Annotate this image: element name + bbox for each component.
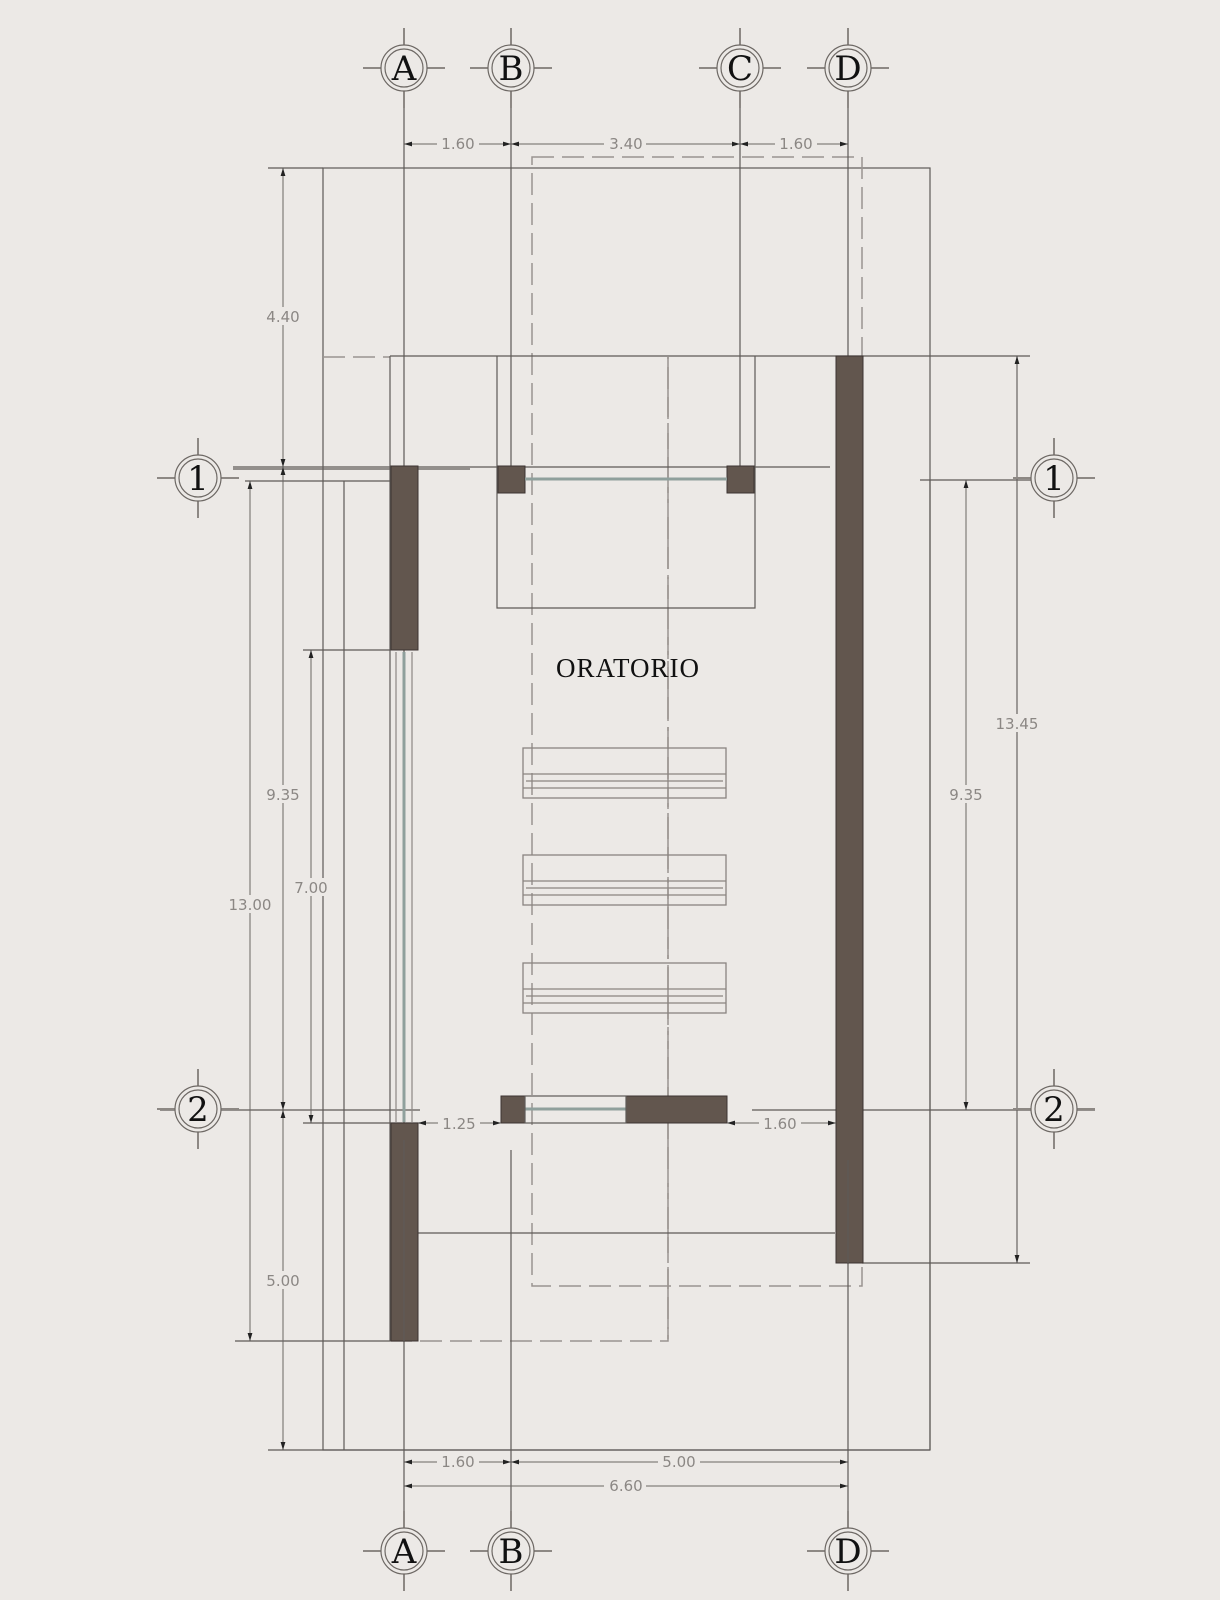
grid-bubble-d-top: D <box>807 28 889 108</box>
dim-right-total: 13.45 <box>996 715 1039 733</box>
svg-text:C: C <box>727 49 753 89</box>
roof-outline-dashed <box>531 156 863 1287</box>
grid-bubble-b-top: B <box>470 28 552 108</box>
svg-text:D: D <box>834 49 861 89</box>
pew <box>522 962 727 1014</box>
grid-bubble-b-bottom: B <box>470 1511 552 1591</box>
grid-bubble-d-bottom: D <box>807 1511 889 1591</box>
dimension-top: 1.60 3.40 1.60 <box>404 134 848 153</box>
grid-bubble-1-left: 1 <box>157 438 239 518</box>
grid-lines <box>403 95 849 1520</box>
svg-text:D: D <box>834 1532 861 1572</box>
canopy-outline-dashed <box>323 356 669 1342</box>
dimension-right: 13.45 9.35 <box>929 356 1039 1450</box>
grid-bubble-c-top: C <box>699 28 781 108</box>
dim-top-bc: 3.40 <box>609 135 642 153</box>
pew <box>522 854 727 906</box>
grid-bubble-a-top: A <box>363 28 445 108</box>
wall-door-left <box>500 1095 526 1124</box>
dim-left-total: 13.00 <box>229 896 272 914</box>
dim-bottom-bd: 5.00 <box>662 1453 695 1471</box>
column-c1 <box>726 465 755 494</box>
svg-text:B: B <box>499 49 524 89</box>
svg-text:1: 1 <box>187 459 209 499</box>
dim-left-row1-row2: 9.35 <box>266 786 299 804</box>
grid-bubble-2-right: 2 <box>1013 1069 1095 1149</box>
wall-left-upper <box>390 465 419 651</box>
wall-right <box>835 355 864 1264</box>
dim-top-ab: 1.60 <box>441 135 474 153</box>
dim-door-right: 1.60 <box>763 1115 796 1133</box>
svg-text:2: 2 <box>1043 1090 1065 1130</box>
dimension-left: 4.40 9.35 7.00 13.00 5.00 <box>226 167 390 1451</box>
dimension-door: 1.25 1.60 <box>418 1114 836 1133</box>
grid-bubble-1-right: 1 <box>1013 438 1095 518</box>
dimension-bottom: 1.60 5.00 6.60 <box>323 1449 930 1495</box>
svg-text:2: 2 <box>187 1090 209 1130</box>
grid-bubble-2-left: 2 <box>157 1069 239 1149</box>
svg-text:B: B <box>499 1532 524 1572</box>
column-b1 <box>497 465 526 494</box>
svg-text:1: 1 <box>1043 459 1065 499</box>
pew <box>522 747 727 799</box>
dim-left-lower: 5.00 <box>266 1272 299 1290</box>
dim-top-cd: 1.60 <box>779 135 812 153</box>
dim-left-upper: 4.40 <box>266 308 299 326</box>
dim-left-window: 7.00 <box>294 879 327 897</box>
grid-bubble-a-bottom: A <box>363 1511 445 1591</box>
room-label: ORATORIO <box>556 653 700 683</box>
dim-bottom-total: 6.60 <box>609 1477 642 1495</box>
wall-door-right <box>625 1095 728 1124</box>
dim-door-left: 1.25 <box>442 1115 475 1133</box>
interior-lines <box>160 355 1095 1341</box>
svg-text:A: A <box>391 49 417 89</box>
dim-bottom-ab: 1.60 <box>441 1453 474 1471</box>
dim-right-row1-row2: 9.35 <box>949 786 982 804</box>
door-frame <box>524 1095 627 1124</box>
svg-text:A: A <box>391 1532 417 1572</box>
